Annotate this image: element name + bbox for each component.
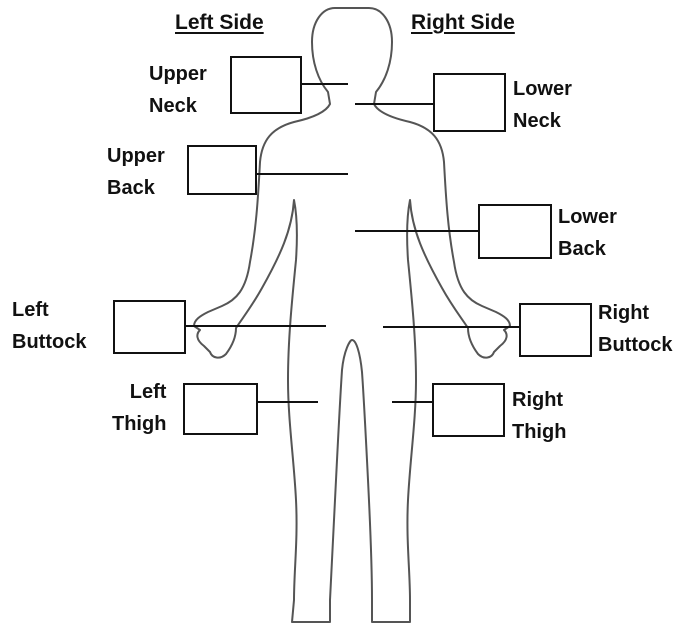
upper-back-label: Upper Back (107, 140, 165, 204)
left-thigh-label-line2: Thigh (112, 408, 166, 440)
upper-back-box[interactable] (187, 145, 257, 195)
upper-neck-label: Upper Neck (149, 58, 207, 122)
right-buttock-label-line1: Right (598, 297, 672, 329)
lower-back-box[interactable] (478, 204, 552, 259)
right-buttock-label-line2: Buttock (598, 329, 672, 361)
lower-back-label-line2: Back (558, 233, 617, 265)
lower-neck-label: Lower Neck (513, 73, 572, 137)
lower-neck-box[interactable] (433, 73, 506, 132)
lower-back-label: Lower Back (558, 201, 617, 265)
lower-neck-label-line1: Lower (513, 73, 572, 105)
left-thigh-label: Left Thigh (112, 376, 166, 440)
left-side-header: Left Side (175, 12, 264, 33)
upper-neck-label-line2: Neck (149, 90, 207, 122)
left-buttock-label-line2: Buttock (12, 326, 86, 358)
left-buttock-label-line1: Left (12, 294, 86, 326)
left-thigh-box[interactable] (183, 383, 258, 435)
lower-back-label-line1: Lower (558, 201, 617, 233)
upper-back-label-line2: Back (107, 172, 165, 204)
right-thigh-label-line1: Right (512, 384, 566, 416)
upper-neck-box[interactable] (230, 56, 302, 114)
left-buttock-box[interactable] (113, 300, 186, 354)
upper-neck-label-line1: Upper (149, 58, 207, 90)
right-thigh-label: Right Thigh (512, 384, 566, 448)
right-side-header: Right Side (411, 12, 515, 33)
right-thigh-label-line2: Thigh (512, 416, 566, 448)
left-thigh-label-line1: Left (112, 376, 166, 408)
left-buttock-label: Left Buttock (12, 294, 86, 358)
right-buttock-box[interactable] (519, 303, 592, 357)
upper-back-label-line1: Upper (107, 140, 165, 172)
right-buttock-label: Right Buttock (598, 297, 672, 361)
right-thigh-box[interactable] (432, 383, 505, 437)
lower-neck-label-line2: Neck (513, 105, 572, 137)
